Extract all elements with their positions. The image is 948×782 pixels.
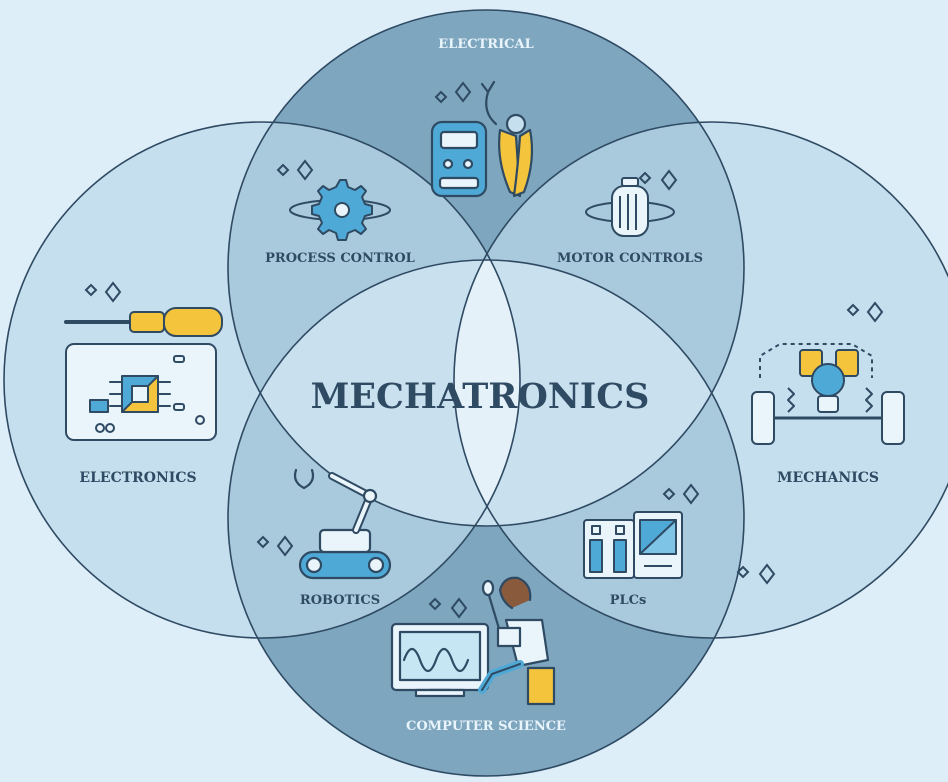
label-plcs: PLCs (610, 593, 647, 608)
sparkle-icon (662, 483, 776, 585)
label-electrical: ELECTRICAL (438, 37, 533, 52)
label-robotics: ROBOTICS (300, 593, 380, 608)
sparkle-icon (428, 597, 468, 619)
sparkle-icon (638, 169, 678, 191)
sparkle-icon (276, 159, 314, 181)
plc-controller-icon (583, 511, 683, 579)
title-label: MECHATRONICS (311, 376, 650, 417)
sparkle-icon (434, 81, 472, 104)
sparkle-icon (84, 281, 122, 303)
gear-icon (289, 179, 391, 241)
motor-icon (585, 177, 675, 237)
circuit-board-and-screwdriver-icon (64, 307, 223, 441)
person-at-computer-icon (390, 576, 556, 706)
robot-arm-icon (293, 468, 392, 580)
label-motor-controls: MOTOR CONTROLS (557, 251, 703, 266)
sparkle-icon (256, 535, 294, 557)
label-computer-science: COMPUTER SCIENCE (406, 719, 566, 734)
label-process-control: PROCESS CONTROL (265, 251, 415, 266)
sparkle-icon (846, 301, 884, 323)
car-axle-suspension-icon (751, 343, 905, 445)
label-mechanics: MECHANICS (777, 470, 879, 486)
label-electronics: ELECTRONICS (79, 470, 196, 486)
multimeter-and-pliers-icon (430, 80, 534, 198)
